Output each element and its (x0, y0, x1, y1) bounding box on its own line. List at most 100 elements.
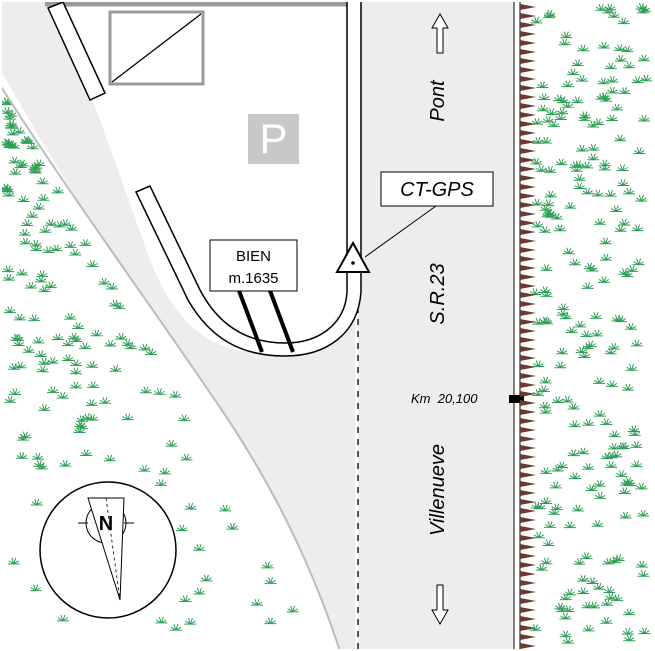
grass-tuft (193, 544, 206, 551)
main-road (358, 0, 513, 651)
kilometer-post-icon (509, 395, 524, 403)
grass-tuft (193, 587, 206, 595)
fence-post (520, 157, 536, 163)
road-name-label: S.R.23 (427, 263, 449, 324)
grass-tuft (605, 461, 618, 468)
grass-tuft (531, 137, 544, 144)
grass-tuft (561, 395, 574, 403)
grass-tuft (18, 228, 31, 236)
fence-post (520, 364, 536, 370)
grass-tuft (621, 627, 634, 635)
grass-tuft (613, 44, 626, 51)
fence-post (520, 562, 536, 568)
grass-tuft (551, 396, 564, 403)
grass-tuft (14, 361, 27, 369)
road-label-south: Villenueve (427, 444, 449, 536)
benchmark-line2-text: m.1635 (228, 270, 278, 287)
grass-tuft (30, 244, 43, 251)
grass-tuft (2, 265, 15, 273)
grass-tuft (28, 165, 41, 173)
grass-tuft (608, 442, 621, 450)
grass-tuft (68, 332, 81, 340)
grass-tuft (637, 54, 650, 62)
grass-tuft (4, 396, 17, 403)
grass-tufts-right (529, 3, 653, 644)
grass-tuft (611, 103, 624, 111)
grass-tuft (600, 452, 613, 460)
grass-tuft (562, 247, 575, 255)
grass-tuft (121, 413, 134, 421)
grass-tuft (539, 286, 552, 294)
grass-tuft (578, 111, 591, 119)
grass-tuft (563, 588, 576, 596)
fence-post (520, 382, 536, 388)
fence-post (520, 400, 536, 406)
grass-tuft (536, 104, 549, 112)
grass-tuft (585, 484, 598, 491)
grass-tuft (637, 570, 650, 577)
grass-tuft (46, 386, 59, 394)
grass-tuft (14, 161, 27, 169)
control-point-triangle-icon (335, 240, 371, 273)
grass-tuft (8, 388, 21, 395)
fence-post (520, 130, 536, 136)
grass-tuft (264, 617, 277, 625)
grass-tuft (583, 262, 596, 270)
grass-tuft (554, 361, 567, 369)
grass-tuft (623, 634, 636, 642)
grass-tuft (11, 334, 24, 341)
grass-tuft (36, 270, 49, 277)
grass-tuft (0, 184, 13, 192)
grass-tuft (602, 557, 615, 565)
grass-tuft (51, 333, 64, 341)
grass-tuft (531, 220, 544, 228)
grass-tuft (34, 350, 47, 358)
grass-tuft (76, 415, 89, 422)
fence-post (520, 31, 536, 37)
grass-tuft (591, 189, 604, 197)
grass-tuft (557, 303, 570, 311)
grass-tuft (69, 248, 82, 256)
grass-tuft (560, 31, 573, 39)
fence-post (520, 265, 536, 271)
grass-tuft (592, 118, 605, 125)
grass-tuft (558, 38, 571, 46)
fence-post (520, 553, 536, 559)
grass-tuft (103, 454, 116, 462)
grass-tuft (21, 219, 34, 227)
grass-tuft (604, 189, 617, 197)
grass-tuft (617, 17, 630, 25)
grass-tuft (535, 165, 548, 172)
grass-tuft (561, 101, 574, 108)
grass-tuft (51, 186, 64, 194)
grass-tuft (595, 4, 608, 11)
grass-tuft (7, 557, 20, 565)
grass-tuft (19, 237, 32, 245)
grass-tuft (529, 624, 542, 631)
grass-tuft (28, 163, 41, 170)
fence-post (520, 301, 536, 307)
grass-tuft (559, 593, 572, 601)
grass-tuft (169, 623, 182, 631)
grass-tuft (50, 244, 63, 252)
grass-tuft (623, 608, 636, 616)
grass-tuft (178, 414, 191, 422)
fence-post (520, 166, 536, 172)
grass-tuft (109, 365, 122, 372)
grass-tuft (575, 144, 588, 152)
grass-tuft (544, 166, 557, 173)
fence-post (520, 463, 536, 469)
grass-tuft (577, 44, 590, 52)
grass-tuft (72, 322, 85, 329)
fence-post (520, 337, 536, 343)
grass-tuft (539, 401, 552, 409)
grass-tuft (604, 592, 617, 600)
control-point-leader (364, 205, 437, 258)
grass-tuft (138, 343, 151, 351)
grass-tuft (598, 159, 611, 167)
grass-tuft (42, 246, 55, 253)
grass-tuft (567, 449, 580, 457)
grass-tuft (530, 157, 543, 165)
grass-tuft (121, 339, 134, 346)
